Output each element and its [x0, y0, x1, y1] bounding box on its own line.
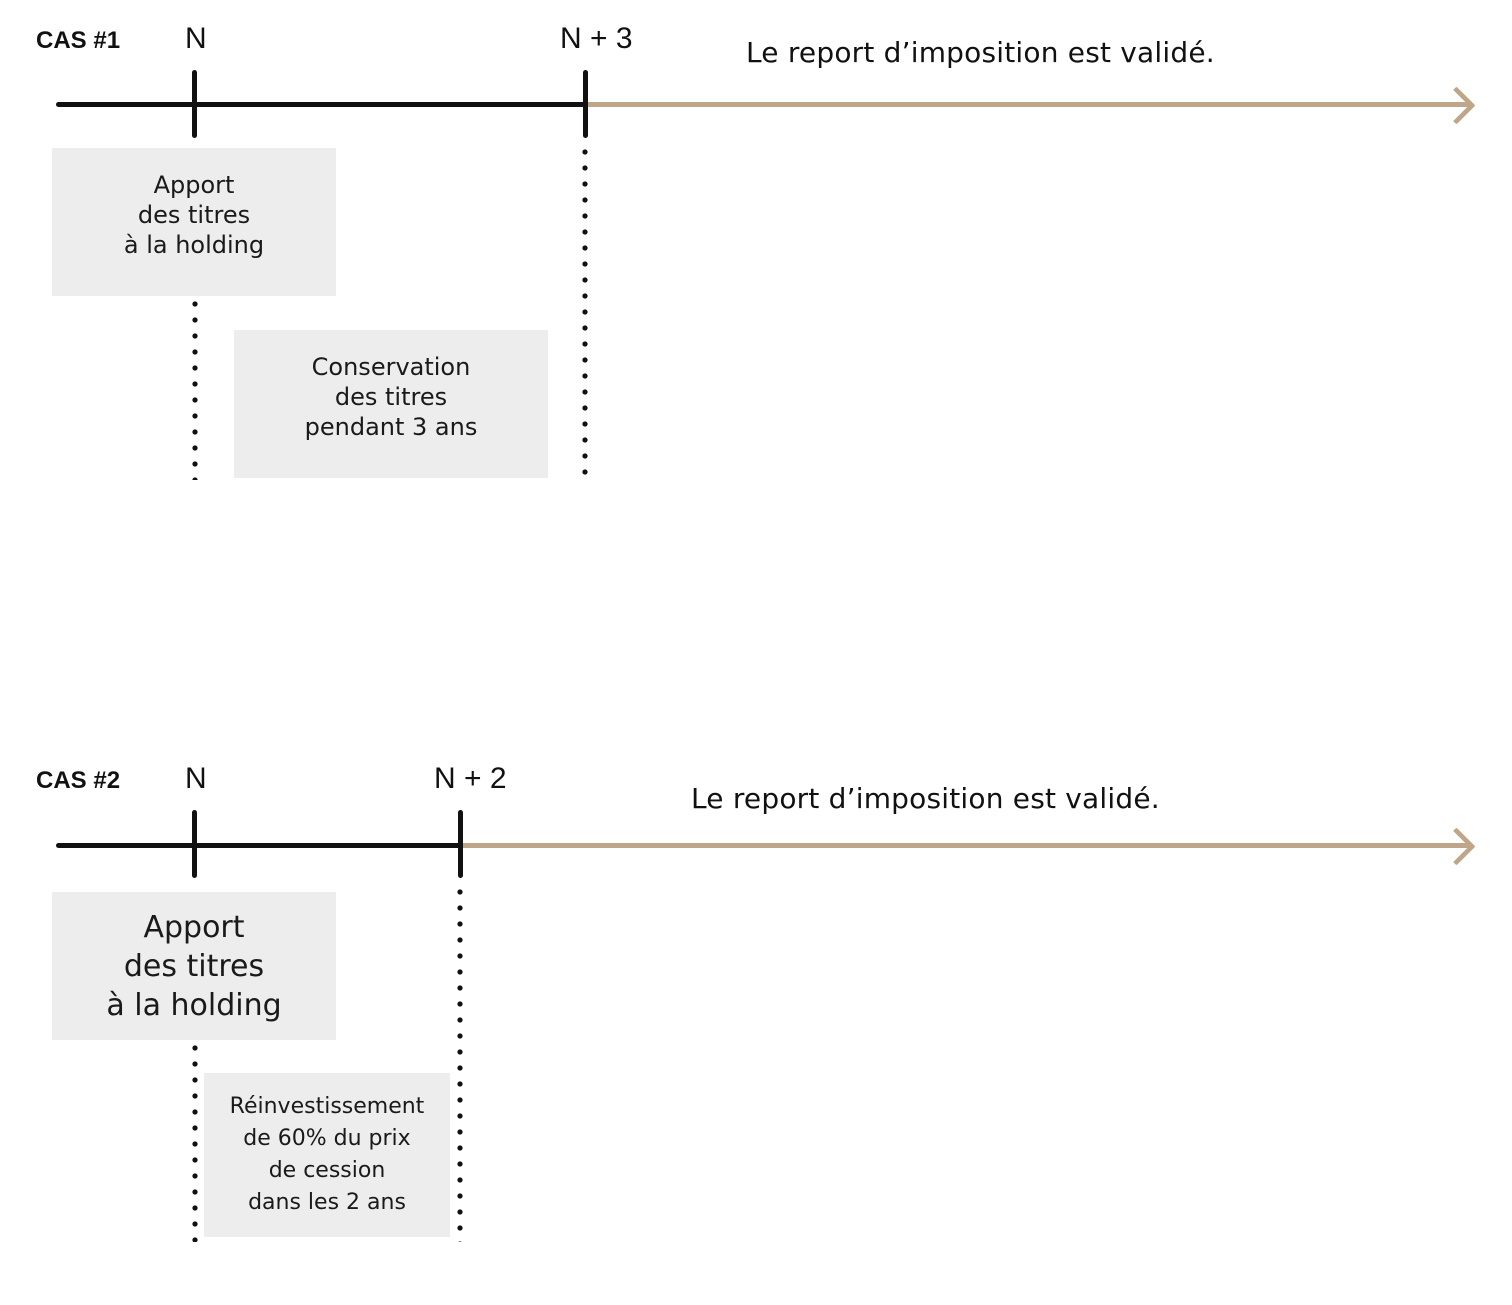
case-1-dotted-guide-n3: [582, 144, 588, 480]
case-1-result-text: Le report d’imposition est validé.: [746, 36, 1215, 69]
case-1-label: CAS #1: [36, 27, 121, 54]
case-1-dotted-guide-n: [192, 296, 198, 480]
case-1-box-conservation: Conservation des titres pendant 3 ans: [234, 330, 548, 478]
case-2-tick-n: [192, 810, 197, 878]
case-1-arrow-head-icon: [1437, 86, 1476, 125]
case-1-box-apport: Apport des titres à la holding: [52, 148, 336, 296]
case-2-tick-n-label: N: [185, 762, 207, 795]
case-1-tick-n-label: N: [185, 22, 207, 55]
case-2-arrow-head-icon: [1437, 827, 1476, 866]
case-1-box-conservation-text: Conservation des titres pendant 3 ans: [304, 353, 478, 441]
case-2-result-text: Le report d’imposition est validé.: [691, 782, 1160, 815]
case-2-validated-line: [461, 843, 1470, 848]
case-1-validated-line: [586, 102, 1470, 107]
case-2-dotted-guide-n: [192, 1040, 198, 1242]
case-1-tick-n: [192, 70, 197, 138]
case-2-box-apport: Apport des titres à la holding: [52, 892, 336, 1040]
case-2-dotted-guide-n2: [457, 884, 463, 1242]
case-2-tick-n2-label: N + 2: [434, 762, 507, 795]
case-2-timeline-segment: [56, 843, 462, 848]
case-2-box-reinvestissement-text: Réinvestissement de 60% du prix de cessi…: [229, 1094, 425, 1215]
case-1-box-apport-text: Apport des titres à la holding: [123, 171, 265, 259]
case-2-box-apport-text: Apport des titres à la holding: [106, 909, 282, 1023]
case-2-label: CAS #2: [36, 767, 121, 794]
case-1-tick-n3: [583, 70, 588, 138]
case-1-timeline-segment: [56, 102, 587, 107]
case-1-tick-n3-label: N + 3: [560, 22, 633, 55]
case-2-tick-n2: [458, 810, 463, 878]
case-2-box-reinvestissement: Réinvestissement de 60% du prix de cessi…: [204, 1073, 450, 1237]
